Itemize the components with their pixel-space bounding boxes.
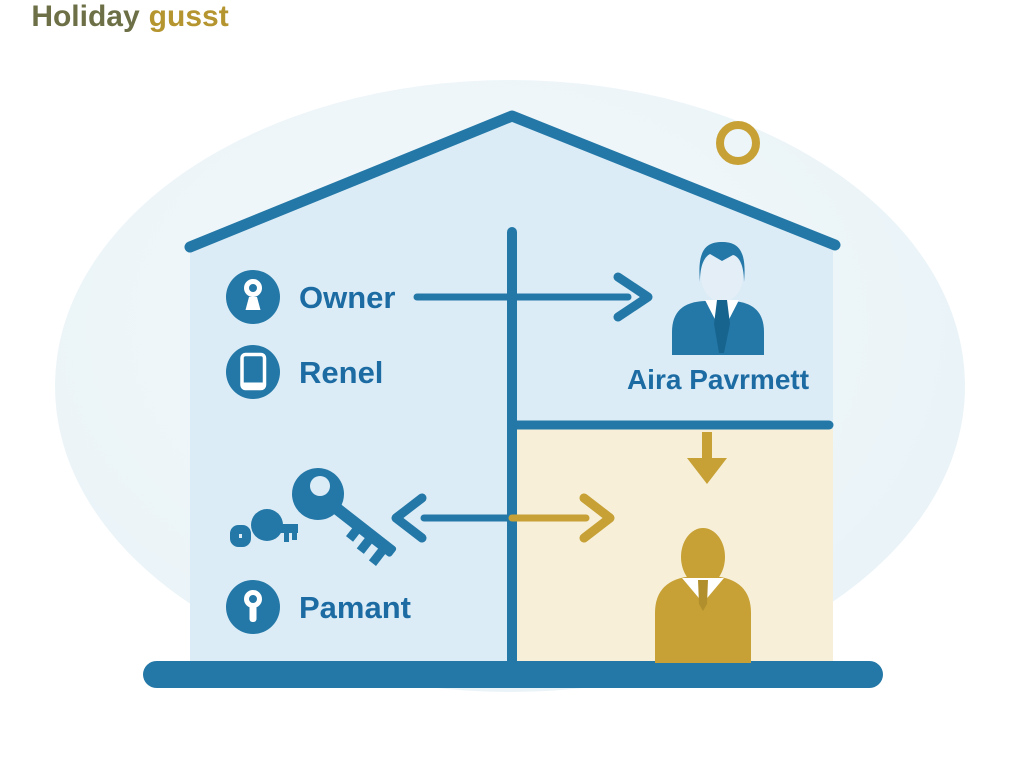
agent-to-guest-arrow <box>687 432 727 484</box>
renel-label: Renel <box>299 355 384 390</box>
ground-bar <box>143 661 883 688</box>
person-pin-icon <box>226 270 280 324</box>
owner-to-agent-arrow <box>413 272 653 322</box>
roof-outline <box>184 110 841 253</box>
car-key-icon <box>230 509 298 547</box>
owner-label: Owner <box>299 280 396 315</box>
businessperson-icon <box>672 242 764 355</box>
keyhole-icon <box>226 580 280 634</box>
gold-ring-icon <box>716 121 760 165</box>
keys-exchange-arrow <box>391 493 615 543</box>
key-icon <box>292 468 397 566</box>
agent-label: Aira Pavrmett <box>626 364 810 395</box>
guest-label-part1: Holiday <box>31 0 140 33</box>
guest-person-icon <box>655 528 751 663</box>
pamant-label: Pamant <box>299 590 411 625</box>
smartphone-icon <box>226 345 280 399</box>
guest-label-part2: gusst <box>148 0 229 33</box>
